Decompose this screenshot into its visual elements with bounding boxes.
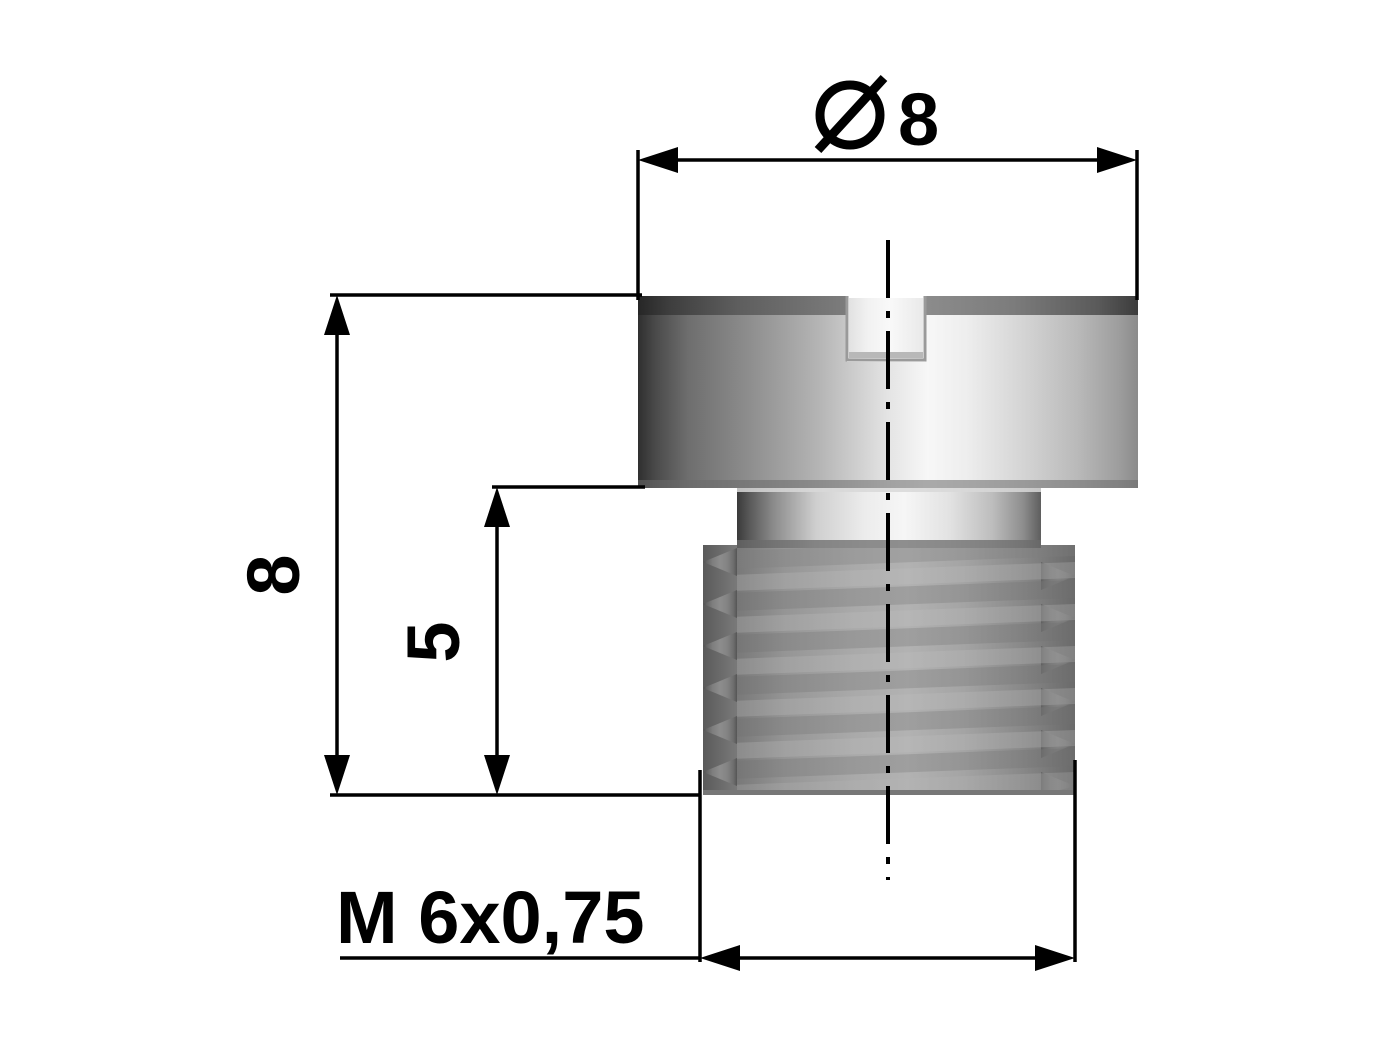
dimension-thread-spec — [340, 760, 1077, 971]
thread-helix-bands — [703, 545, 1075, 795]
arrowhead-left-bottom — [700, 945, 740, 971]
arrowhead-left-top — [638, 147, 678, 173]
arrowhead-top-h8 — [324, 295, 350, 335]
external-thread — [703, 545, 1075, 795]
diameter-symbol-icon — [814, 74, 888, 154]
dimension-height-8 — [324, 293, 700, 797]
arrowhead-top-h5 — [484, 487, 510, 527]
dim-label-height-total: 8 — [232, 554, 315, 595]
dim-label-thread-spec: M 6x0,75 — [336, 876, 645, 959]
head-bottom-edge — [638, 480, 1138, 488]
part-geometry — [638, 296, 1138, 795]
dim-label-diameter-value: 8 — [898, 78, 939, 161]
dimension-diameter-8 — [636, 147, 1139, 300]
arrowhead-right-bottom — [1035, 945, 1075, 971]
dimension-height-5 — [484, 485, 645, 795]
arrowhead-bottom-h5 — [484, 755, 510, 795]
arrowhead-right-top — [1097, 147, 1137, 173]
thread-teeth-left — [703, 548, 737, 786]
arrowhead-bottom-h8 — [324, 755, 350, 795]
dim-label-height-thread: 5 — [392, 621, 475, 662]
shank-top-highlight — [737, 488, 1041, 492]
